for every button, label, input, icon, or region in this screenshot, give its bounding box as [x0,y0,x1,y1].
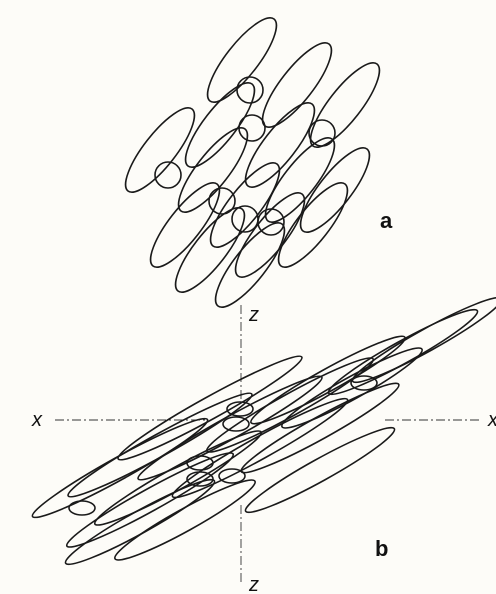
panel-a-ellipsoids [115,9,389,316]
ellipsoid [252,34,341,136]
panel-b-rods [27,289,496,573]
rod [347,289,496,391]
panel-b: x x z z b [27,289,496,594]
panel-a-label: a [380,208,393,233]
rod [27,410,213,526]
z-axis-label-top: z [248,304,259,326]
panel-b-axes [55,305,480,582]
panel-b-label: b [375,536,388,561]
ellipsoid [197,9,286,111]
rod [240,419,399,521]
sphere [309,120,335,146]
x-axis-label-right: x [487,409,496,431]
ellipsoid [290,139,379,241]
x-axis-label-left: x [31,409,43,431]
panel-b-discs [69,376,377,515]
rod [167,390,353,506]
sphere [237,77,263,103]
z-axis-label-bottom: z [248,574,259,594]
panel-a: a [115,9,393,316]
rod [90,422,267,533]
disc [69,501,95,515]
